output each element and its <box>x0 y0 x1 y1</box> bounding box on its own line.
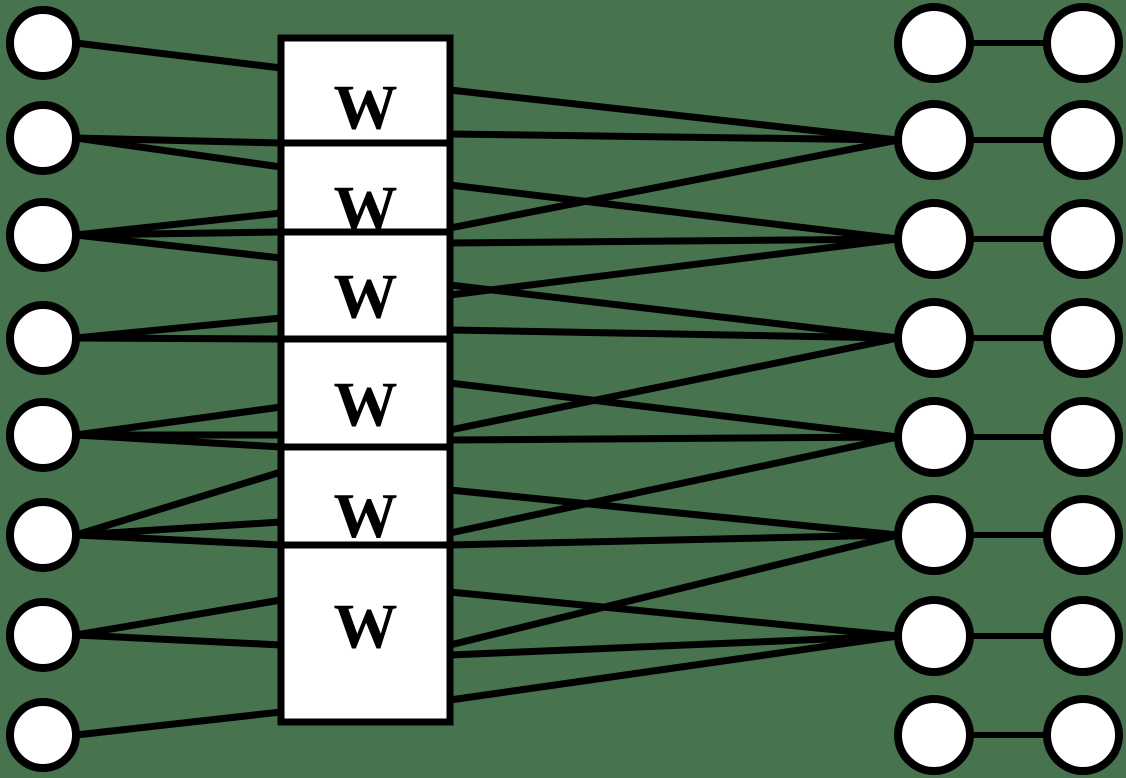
output-edge <box>449 181 899 243</box>
output-edge <box>449 334 899 434</box>
output-node-7[interactable] <box>894 596 974 676</box>
output-edge <box>449 632 899 704</box>
output-edge <box>449 86 899 144</box>
input-edge <box>75 631 282 649</box>
input-edge <box>74 468 283 539</box>
input-edge <box>75 531 282 549</box>
output-edge <box>449 433 899 537</box>
input-node-4[interactable] <box>6 301 80 375</box>
input-edge <box>75 403 282 439</box>
output-edge <box>449 235 899 247</box>
matrix-cell-label-5: W <box>334 480 398 551</box>
output-node-4[interactable] <box>894 298 974 378</box>
output-edge <box>449 588 899 640</box>
input-node-2[interactable] <box>6 101 80 175</box>
input-edge <box>75 134 282 147</box>
result-node-2[interactable] <box>1043 100 1123 180</box>
output-node-3[interactable] <box>894 199 974 279</box>
input-node-5[interactable] <box>6 398 80 472</box>
output-node-5[interactable] <box>894 397 974 477</box>
result-node-4[interactable] <box>1043 298 1123 378</box>
matrix-cell-label-1: W <box>334 71 398 142</box>
result-node-3[interactable] <box>1043 199 1123 279</box>
input-edge <box>75 334 282 343</box>
matrix-cell-label-6: W <box>334 591 398 662</box>
output-edge <box>449 433 899 444</box>
output-node-2[interactable] <box>894 100 974 180</box>
output-edge <box>449 326 899 342</box>
result-node-5[interactable] <box>1043 397 1123 477</box>
output-edge <box>449 379 899 441</box>
output-node-8[interactable] <box>894 695 974 775</box>
result-node-6[interactable] <box>1043 495 1123 575</box>
result-node-7[interactable] <box>1043 596 1123 676</box>
input-edge <box>75 431 282 451</box>
input-edge <box>75 518 282 539</box>
output-node-6[interactable] <box>894 495 974 575</box>
input-node-8[interactable] <box>6 698 80 772</box>
matrix-cell-label-3: W <box>334 261 398 332</box>
output-edge <box>449 632 899 659</box>
output-edge <box>449 136 899 232</box>
input-edge <box>75 231 282 262</box>
input-edge <box>75 708 282 739</box>
result-node-1[interactable] <box>1043 3 1123 83</box>
output-edge <box>449 531 899 649</box>
input-edge <box>75 596 282 639</box>
output-edge <box>449 486 899 539</box>
output-edge <box>449 235 899 299</box>
input-node-6[interactable] <box>6 498 80 572</box>
input-edge <box>75 228 282 239</box>
output-edge <box>449 130 899 144</box>
input-edge <box>75 134 282 171</box>
output-edge <box>449 531 899 549</box>
matrix-cell-6[interactable] <box>277 541 454 726</box>
input-node-7[interactable] <box>6 598 80 672</box>
input-node-3[interactable] <box>6 198 80 272</box>
output-node-1[interactable] <box>894 3 974 83</box>
result-node-8[interactable] <box>1043 695 1123 775</box>
input-edge <box>75 39 282 72</box>
output-edge <box>449 281 899 342</box>
input-node-1[interactable] <box>6 6 80 80</box>
matrix-cell-label-4: W <box>334 368 398 439</box>
